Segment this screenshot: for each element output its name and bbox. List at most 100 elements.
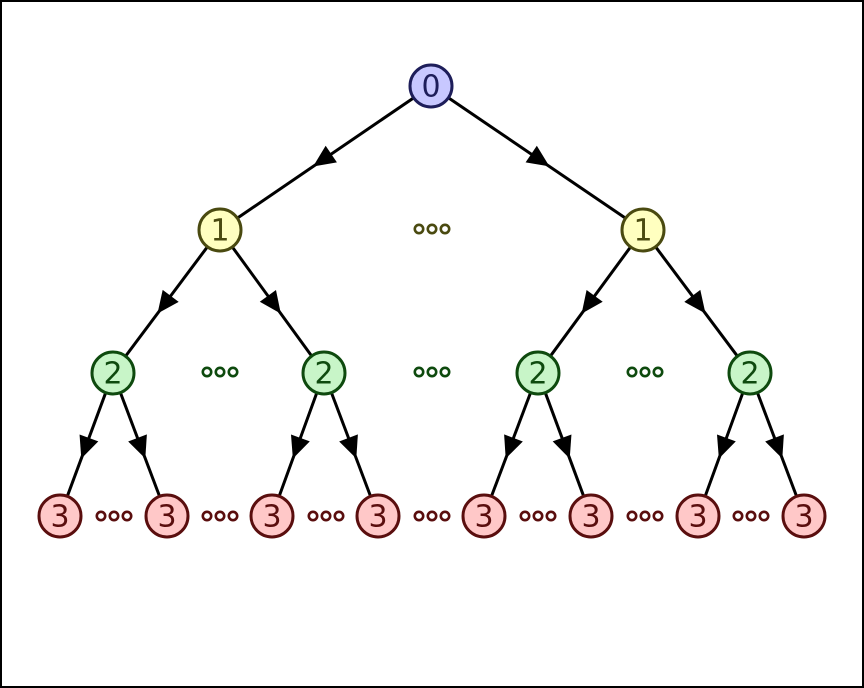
- tree-node-level-3: 3: [675, 493, 721, 539]
- tree-node-level-2: 2: [727, 350, 773, 396]
- node-circle: [727, 350, 773, 396]
- ellipsis-dot: [121, 510, 133, 522]
- ellipsis: [201, 510, 239, 522]
- ellipsis: [626, 510, 664, 522]
- ellipsis-dot: [201, 366, 213, 378]
- arrow-head: [128, 434, 147, 459]
- ellipsis-dot: [227, 510, 239, 522]
- arrow-head: [339, 434, 358, 459]
- ellipsis-dot: [732, 510, 744, 522]
- tree-node-level-1: 1: [197, 207, 243, 253]
- arrow-head: [765, 434, 784, 459]
- arrow-head: [259, 289, 281, 314]
- tree-node-level-2: 2: [90, 350, 136, 396]
- node-circle: [408, 63, 454, 109]
- node-circle: [355, 493, 401, 539]
- arrow-head: [504, 434, 523, 459]
- node-label: 3: [688, 500, 707, 535]
- ellipsis-dot: [320, 510, 332, 522]
- node-label: 2: [314, 357, 333, 392]
- tree-node-level-3: 3: [249, 493, 295, 539]
- ellipsis-dot: [652, 366, 664, 378]
- ellipsis: [519, 510, 557, 522]
- arrow-head: [525, 145, 550, 167]
- node-circle: [249, 493, 295, 539]
- node-label: 3: [581, 500, 600, 535]
- ellipsis-dot: [758, 510, 770, 522]
- tree-node-level-3: 3: [37, 493, 83, 539]
- node-circle: [781, 493, 827, 539]
- arrow-head: [290, 434, 310, 459]
- tree-node-level-3: 3: [355, 493, 401, 539]
- ellipsis: [413, 366, 451, 378]
- node-label: 3: [157, 500, 176, 535]
- arrow-head: [581, 289, 603, 314]
- edges: [65, 96, 798, 497]
- ellipsis: [307, 510, 345, 522]
- node-label: 3: [474, 500, 493, 535]
- node-label: 2: [528, 357, 547, 392]
- tree-node-level-3: 3: [568, 493, 614, 539]
- node-label: 3: [50, 500, 69, 535]
- node-label: 1: [633, 214, 652, 249]
- ellipsis-dot: [333, 510, 345, 522]
- ellipsis-dot: [413, 223, 425, 235]
- node-label: 0: [421, 70, 440, 105]
- ellipsis-dot: [639, 366, 651, 378]
- tree-node-level-2: 2: [515, 350, 561, 396]
- ellipsis-dot: [413, 366, 425, 378]
- ellipsis-dot: [201, 510, 213, 522]
- node-circle: [301, 350, 347, 396]
- node-circle: [37, 493, 83, 539]
- ellipsis-dot: [426, 510, 438, 522]
- ellipsis-dot: [108, 510, 120, 522]
- ellipsis: [95, 510, 133, 522]
- ellipsis-dot: [214, 366, 226, 378]
- tree-node-level-0: 0: [408, 63, 454, 109]
- node-label: 2: [103, 357, 122, 392]
- ellipsis-dot: [652, 510, 664, 522]
- node-label: 3: [368, 500, 387, 535]
- ellipsis-dot: [307, 510, 319, 522]
- arrow-head: [79, 434, 99, 459]
- ellipsis: [732, 510, 770, 522]
- tree-node-level-2: 2: [301, 350, 347, 396]
- arrow-head: [684, 289, 706, 314]
- node-circle: [90, 350, 136, 396]
- ellipsis-dot: [227, 366, 239, 378]
- ellipsis-dot: [426, 223, 438, 235]
- ellipsis-dot: [626, 510, 638, 522]
- ellipsis-dot: [439, 510, 451, 522]
- ellipsis-dot: [426, 366, 438, 378]
- tree-node-level-3: 3: [144, 493, 190, 539]
- tree-node-level-3: 3: [461, 493, 507, 539]
- arrow-head: [716, 434, 736, 459]
- ellipsis-dot: [639, 510, 651, 522]
- node-circle: [144, 493, 190, 539]
- ellipsis-dot: [439, 223, 451, 235]
- tree-node-level-3: 3: [781, 493, 827, 539]
- node-circle: [568, 493, 614, 539]
- ellipsis-dot: [626, 366, 638, 378]
- ellipsis: [413, 223, 451, 235]
- node-circle: [515, 350, 561, 396]
- tree-node-level-1: 1: [620, 207, 666, 253]
- ellipsis: [201, 366, 239, 378]
- node-label: 3: [262, 500, 281, 535]
- node-circle: [675, 493, 721, 539]
- ellipsis-dot: [532, 510, 544, 522]
- ellipsis: [413, 510, 451, 522]
- ellipsis-dot: [439, 366, 451, 378]
- ellipsis-dot: [95, 510, 107, 522]
- ellipsis-dot: [519, 510, 531, 522]
- node-circle: [620, 207, 666, 253]
- ellipsis-dot: [545, 510, 557, 522]
- node-label: 2: [740, 357, 759, 392]
- node-circle: [461, 493, 507, 539]
- ellipsis-dot: [413, 510, 425, 522]
- node-circle: [197, 207, 243, 253]
- node-label: 1: [210, 214, 229, 249]
- arrow-head: [552, 434, 572, 459]
